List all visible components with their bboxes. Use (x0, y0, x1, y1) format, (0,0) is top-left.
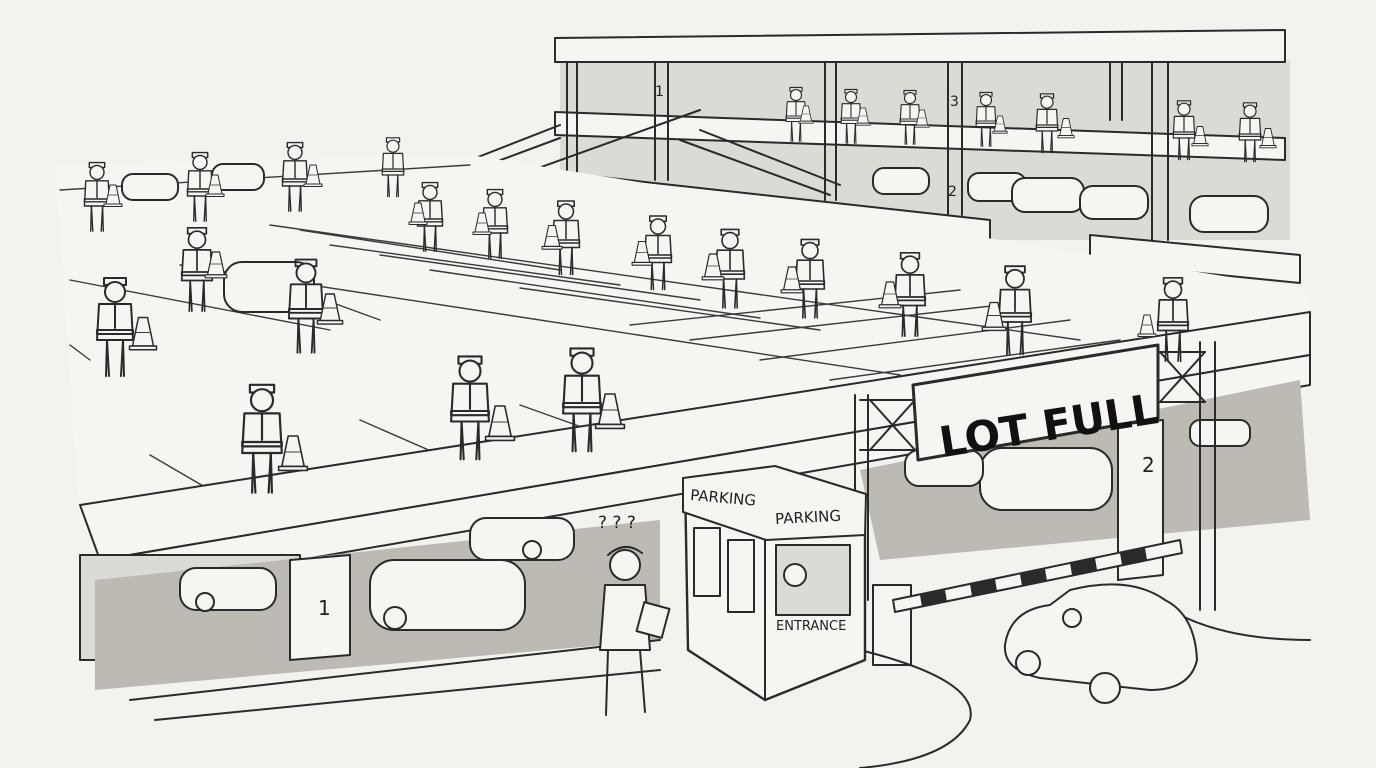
security-guard (794, 238, 826, 319)
security-guard (1172, 100, 1196, 161)
security-guard (481, 188, 509, 259)
security-guard (997, 265, 1033, 356)
security-guard (1035, 93, 1059, 154)
security-guard (1238, 102, 1262, 163)
traffic-cone (277, 435, 309, 472)
security-guards (83, 86, 1262, 494)
lot-full-sign (911, 343, 1160, 462)
traffic-cone (855, 107, 871, 126)
level-label-upper-1: 1 (655, 84, 664, 100)
traffic-cone (992, 115, 1008, 134)
traffic-cone (631, 240, 653, 266)
security-guard (899, 89, 921, 145)
security-guard (562, 347, 602, 453)
traffic-cone (1259, 128, 1277, 149)
traffic-cone (205, 174, 225, 197)
attendant-thought: ? ? ? (598, 513, 636, 533)
traffic-cone (472, 212, 492, 235)
traffic-cone (1137, 314, 1157, 337)
booth-label-right: PARKING (775, 507, 842, 528)
security-guard (840, 88, 862, 144)
traffic-cone (541, 224, 563, 250)
level-label-2: 2 (1142, 453, 1155, 477)
traffic-cone (204, 251, 228, 279)
traffic-cone (1057, 118, 1075, 139)
security-guard (241, 383, 283, 494)
attendant: ? ? ? (598, 513, 671, 716)
upper-parking-structure: 1 3 2 (449, 29, 1301, 284)
traffic-cone (303, 164, 323, 187)
traffic-cone (981, 301, 1007, 332)
security-guard (381, 137, 405, 198)
level-label-3: 3 (950, 94, 959, 110)
security-guard (714, 228, 746, 309)
security-guard (281, 141, 309, 212)
right-ramp: 2 (860, 380, 1310, 581)
booth-label-left: PARKING (690, 486, 757, 510)
traffic-cone (701, 253, 725, 281)
security-guard (186, 151, 214, 222)
traffic-cone (484, 405, 516, 442)
level-label-1: 1 (318, 596, 331, 620)
traffic-cone (780, 266, 804, 294)
security-guard (96, 277, 134, 377)
traffic-cone (798, 105, 814, 124)
traffic-cone (103, 184, 123, 207)
traffic-cone (914, 109, 930, 128)
lower-level: 1 (95, 517, 660, 690)
traffic-cone (1191, 126, 1209, 147)
traffic-cone (128, 316, 158, 351)
traffic-cones (103, 105, 1277, 472)
booth-entrance-label: ENTRANCE (776, 619, 846, 634)
security-guard (893, 251, 927, 337)
traffic-cone (878, 281, 902, 309)
road (129, 614, 1311, 768)
upper-level-cars (872, 167, 1269, 233)
waiting-car (1003, 583, 1198, 704)
traffic-cone (594, 393, 626, 430)
parking-booth: PARKING PARKING ENTRANCE (682, 465, 867, 702)
traffic-cone (316, 293, 344, 325)
level-label-upper-2: 2 (948, 184, 957, 200)
traffic-cone (408, 202, 428, 225)
barrier-gate (872, 539, 1183, 666)
security-guard (551, 200, 581, 276)
security-guard (450, 355, 490, 461)
security-guard (1156, 276, 1190, 362)
